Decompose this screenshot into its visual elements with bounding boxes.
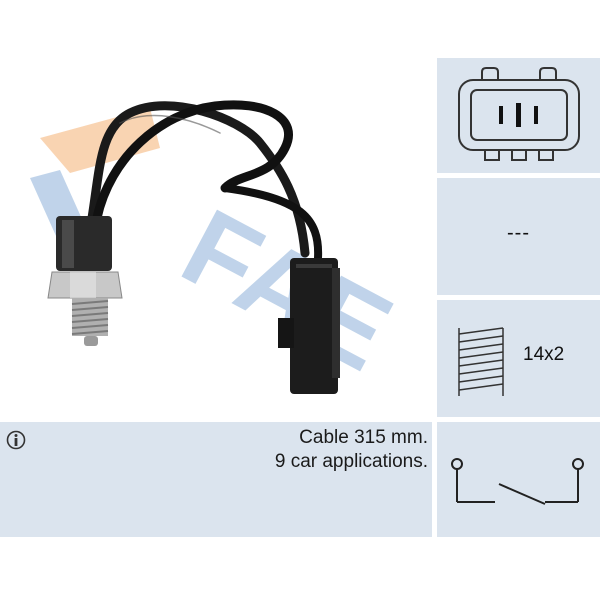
car-applications-text: 9 car applications. (274, 451, 428, 472)
product-photo: FAE (0, 58, 432, 420)
thread-size-panel: 14x2 (437, 300, 600, 417)
spec-dash-value: --- (507, 222, 530, 244)
three-pin-connector-icon (458, 67, 580, 161)
reverse-light-switch-illustration: FAE (30, 100, 411, 395)
thread-size-value: 14x2 (523, 344, 565, 365)
cable-length-text: Cable 315 mm. (299, 427, 428, 448)
connector-type-panel (437, 58, 600, 173)
normally-open-switch-icon (451, 458, 584, 505)
switch-body (47, 216, 123, 346)
cable (87, 100, 323, 262)
connector-plug (278, 258, 340, 394)
svg-text:FAE: FAE (164, 186, 411, 395)
info-icon (6, 430, 26, 450)
switch-type-panel (437, 422, 600, 537)
spec-panel-dash: --- (437, 178, 600, 295)
thread-icon (458, 327, 504, 396)
product-info: Cable 315 mm. 9 car applications. (275, 426, 428, 474)
info-bar: Cable 315 mm. 9 car applications. (0, 422, 432, 537)
